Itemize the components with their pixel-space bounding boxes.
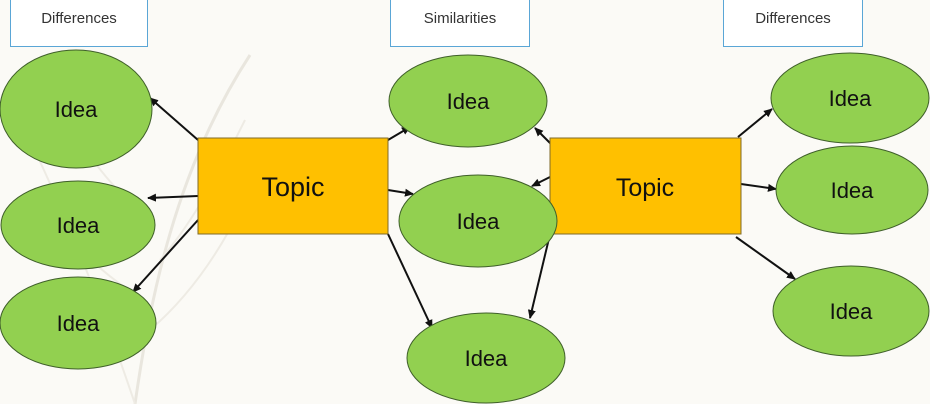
arrows [132,97,796,329]
arrow-topic-left-to-idea-left-top [149,97,199,141]
idea-label-center-bottom: Idea [465,346,509,371]
differences-header-left: Differences [10,0,148,47]
arrow-topic-left-to-idea-left-middle [147,193,199,202]
topic-label-left: Topic [261,172,324,202]
differences-label-right: Differences [755,10,831,27]
idea-label-center-top: Idea [447,89,491,114]
idea-label-center-middle: Idea [457,209,501,234]
idea-right-bottom: Idea [772,265,930,357]
idea-center-bottom: Idea [406,312,566,404]
similarities-header: Similarities [390,0,530,47]
idea-right-top: Idea [770,52,930,144]
differences-header-right: Differences [723,0,863,47]
arrow-topic-right-to-idea-right-top [737,108,773,138]
idea-label-left-middle: Idea [57,213,101,238]
arrow-topic-right-to-idea-center-top [534,127,553,146]
idea-left-top: Idea [0,49,153,169]
arrow-topic-right-to-idea-center-bottom [527,229,552,319]
idea-left-middle: Idea [0,180,156,270]
similarities-label: Similarities [423,10,497,27]
arrow-topic-left-to-idea-left-bottom [132,219,199,293]
idea-center-middle: Idea [398,174,558,268]
arrow-topic-left-to-idea-center-middle [387,188,414,197]
arrow-topic-right-to-idea-right-bottom [735,236,796,280]
topic-label-right: Topic [616,174,674,202]
idea-label-left-bottom: Idea [57,311,101,336]
arrow-topic-left-to-idea-center-bottom [387,233,433,329]
idea-label-right-top: Idea [829,86,873,111]
topic-box-right: Topic [549,137,742,235]
arrow-topic-right-to-idea-center-middle [531,176,551,187]
idea-center-top: Idea [388,54,548,148]
idea-right-middle: Idea [775,145,929,235]
topic-box-left: Topic [197,137,389,235]
idea-label-right-middle: Idea [831,178,875,203]
idea-left-bottom: Idea [0,276,157,370]
idea-label-left-top: Idea [55,97,99,122]
differences-label-left: Differences [41,10,117,27]
idea-label-right-bottom: Idea [830,299,874,324]
arrow-topic-right-to-idea-right-middle [740,183,777,192]
